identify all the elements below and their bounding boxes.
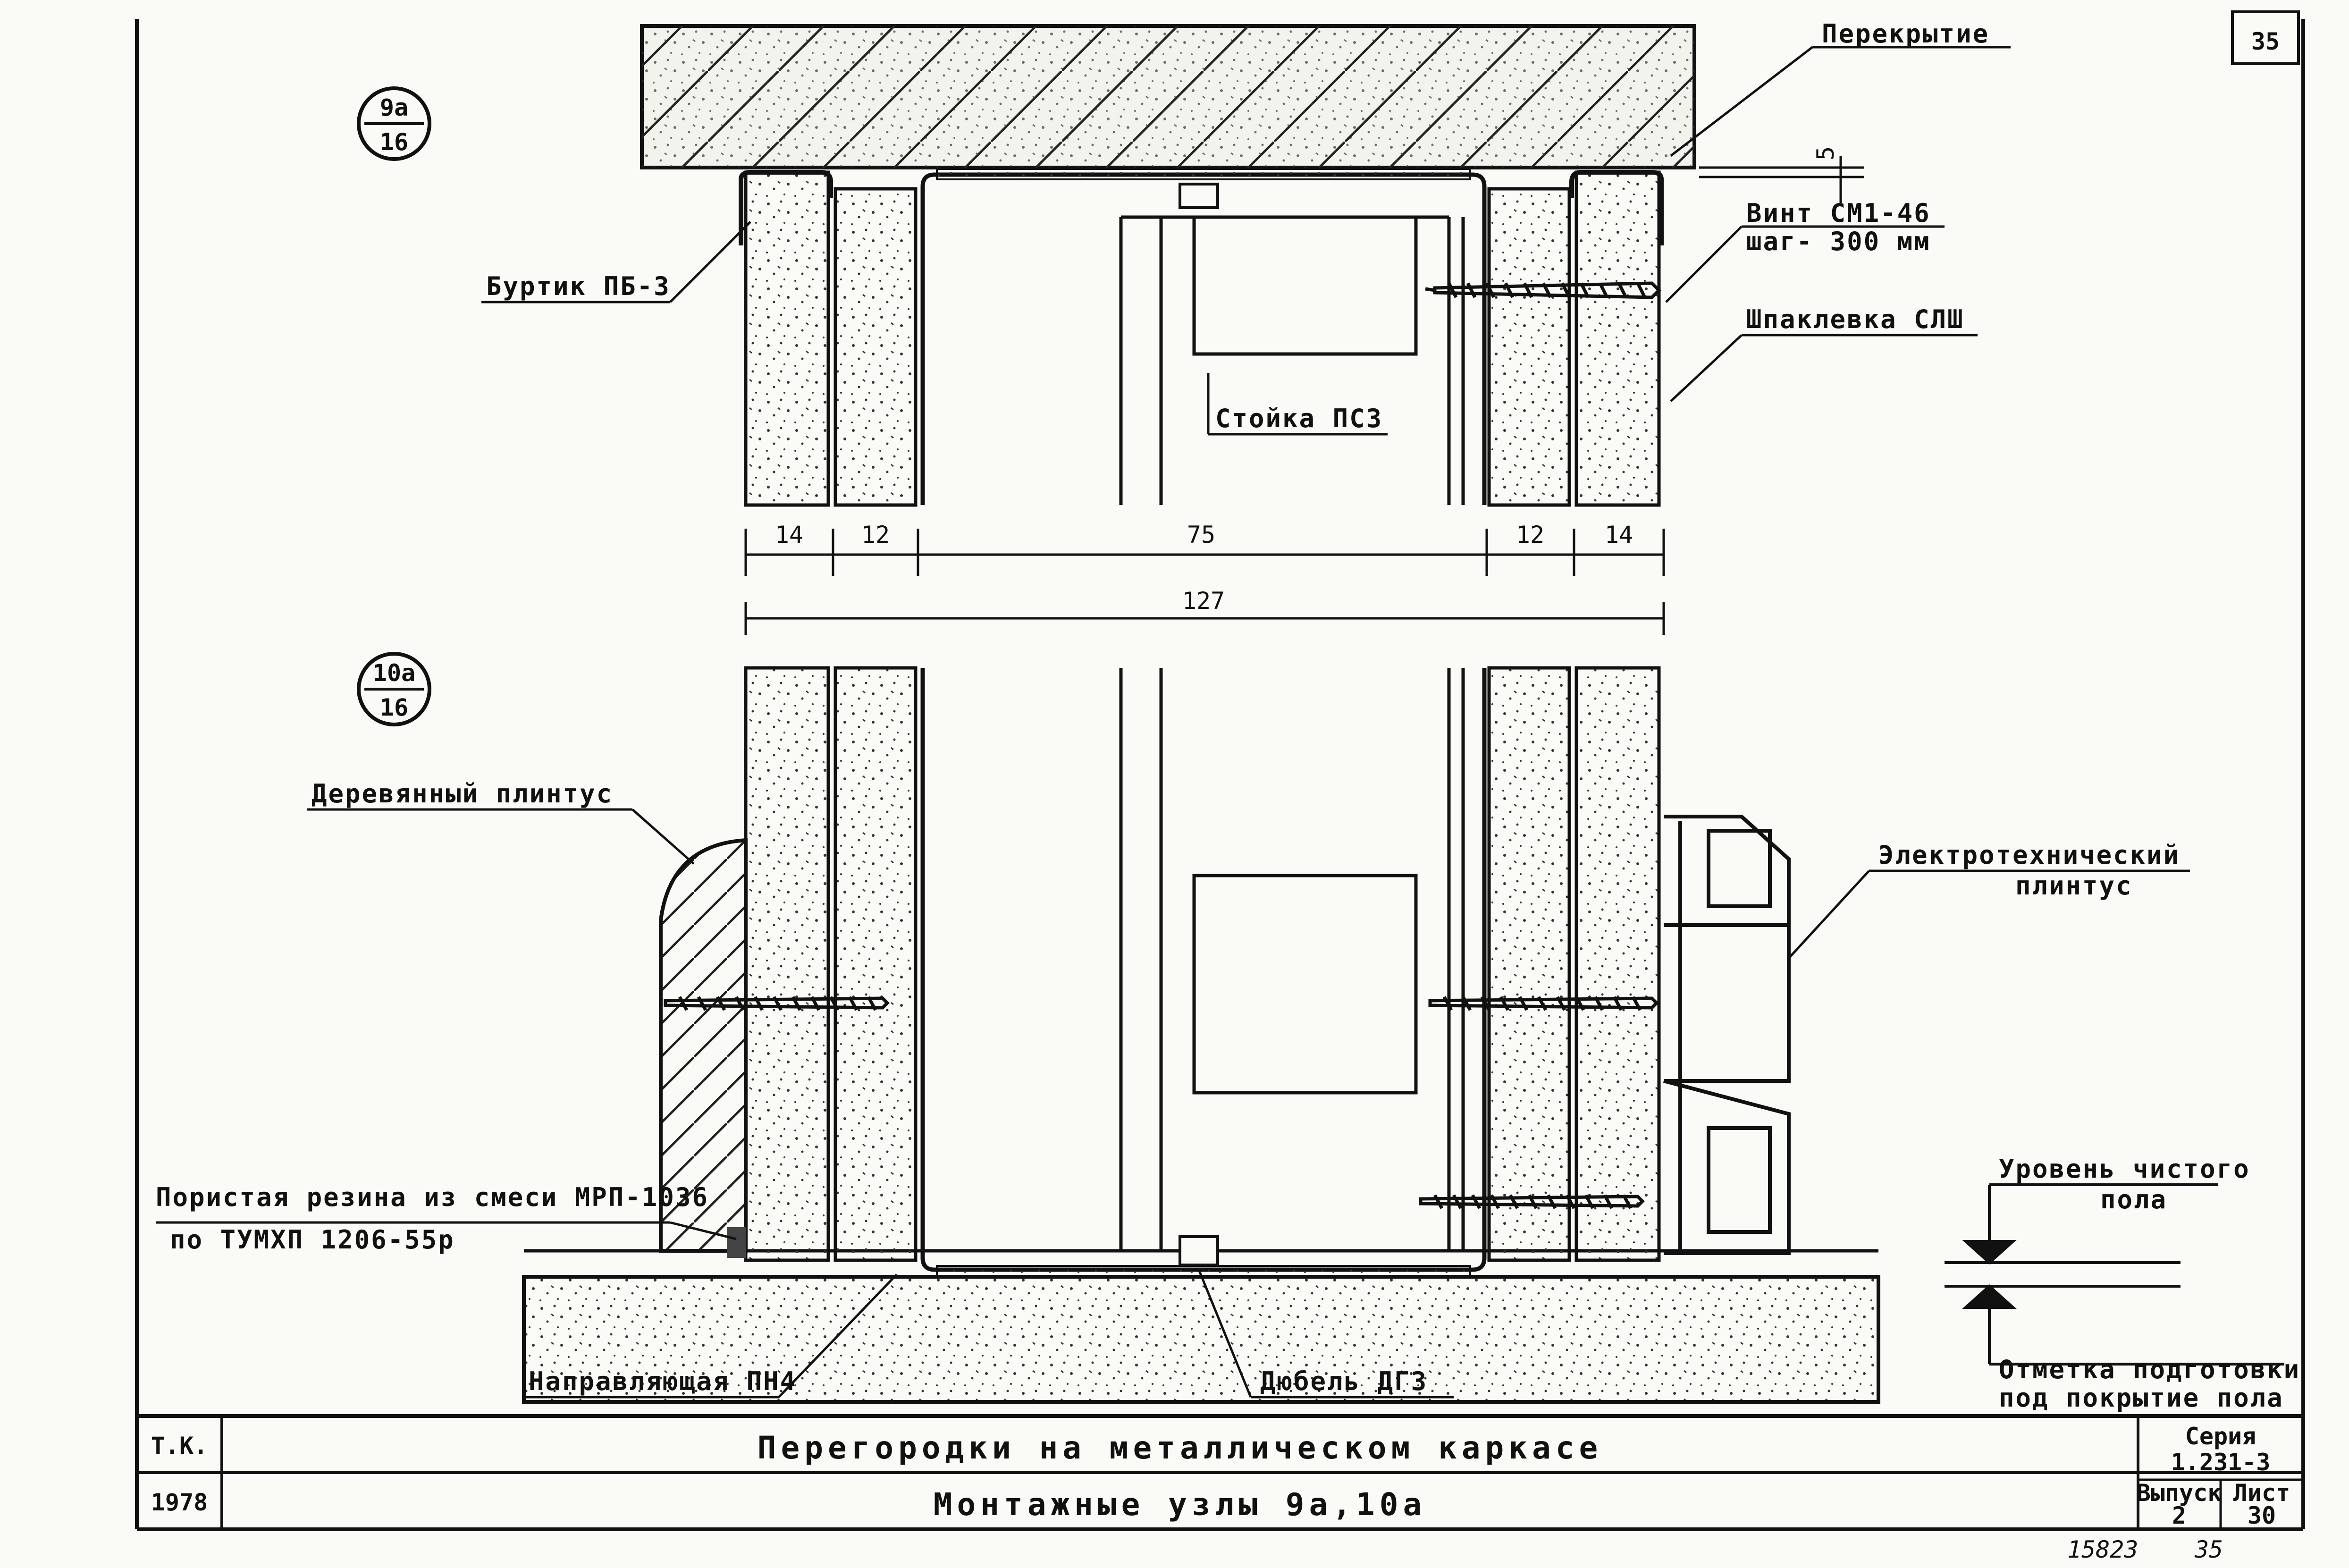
dim-14-left: 14 <box>775 521 803 548</box>
leaders-top <box>481 46 2011 436</box>
guide-channel-top <box>920 172 1487 505</box>
label-derev-plintus: Деревянный плинтус <box>312 779 613 809</box>
tb-title: Перегородки на металлическом каркасе <box>758 1430 1602 1466</box>
wooden-skirting <box>659 838 748 1253</box>
label-dubel: Дюбель ДГ3 <box>1260 1366 1428 1396</box>
tb-org: Т.К. <box>151 1432 208 1459</box>
label-vint-2: шаг- 300 мм <box>1746 227 1931 256</box>
label-uroven-1: Уровень чистого <box>1999 1154 2250 1184</box>
dim-12-right: 12 <box>1516 521 1544 548</box>
floor-slab <box>522 1275 1880 1404</box>
node-marker-9a: 9а 16 <box>357 86 431 161</box>
label-vint-1: Винт СМ1-46 <box>1746 198 1931 228</box>
label-otmetka-2: под покрытие пола <box>1999 1383 2284 1413</box>
svg-text:16: 16 <box>380 128 408 156</box>
footer-page: 35 <box>2194 1536 2223 1563</box>
sheet-number: 35 <box>2251 28 2280 55</box>
dim-75: 75 <box>1187 521 1215 548</box>
screw-sm1-46-top <box>1425 281 1661 299</box>
electro-skirting <box>1663 815 1791 1255</box>
tb-series-label: Серия <box>2185 1423 2256 1450</box>
label-perekrytie: Перекрытие <box>1822 19 1989 49</box>
screw-electro-1 <box>1428 996 1659 1011</box>
tb-subtitle: Монтажные узлы 9а,10а <box>934 1486 1426 1523</box>
tb-sheet-value: 30 <box>2248 1502 2276 1529</box>
label-electro-1: Электротехнический <box>1878 840 2180 870</box>
tb-series-value: 1.231-3 <box>2171 1449 2271 1476</box>
stud-bottom <box>1119 668 1465 1251</box>
label-stoika: Стойка ПС3 <box>1215 404 1383 433</box>
burtik-clip-right <box>1569 170 1664 245</box>
node-marker-10a: 10а 16 <box>357 652 431 726</box>
label-otmetka-1: Отметка подготовки <box>1999 1355 2300 1384</box>
dim-gap-5: 5 <box>1812 146 1839 160</box>
label-rezina-2: по ТУМХП 1206-55р <box>170 1225 455 1255</box>
tb-issue-value: 2 <box>2172 1502 2186 1529</box>
label-rezina-1: Пористая резина из смеси МРП-1036 <box>156 1182 709 1212</box>
label-uroven-2: пола <box>2100 1185 2167 1214</box>
screw-electro-2 <box>1419 1194 1645 1209</box>
svg-text:9а: 9а <box>380 94 408 121</box>
floor-level-marks <box>1945 1183 2284 1366</box>
tb-issue-label: Выпуск <box>2137 1479 2222 1507</box>
label-burtik: Буртик ПБ-3 <box>486 271 671 301</box>
label-electro-2: плинтус <box>2015 871 2133 901</box>
dim-14-right: 14 <box>1605 521 1633 548</box>
porous-rubber <box>727 1227 746 1258</box>
sheet-frame <box>135 10 2305 1531</box>
dim-12-left: 12 <box>861 521 890 548</box>
tb-sheet-label: Лист <box>2233 1479 2290 1507</box>
leaders-bottom <box>156 808 2190 1399</box>
label-napravl: Направляющая ПН4 <box>529 1366 797 1396</box>
gypsum-panels-bottom <box>744 666 1661 1262</box>
node-10a: 10а 16 Деревянный плинтус Электротехниче… <box>156 652 2300 1413</box>
node-9a: 9а 16 Перекрытие Буртик ПБ-3 Винт СМ1-46… <box>357 19 2011 507</box>
svg-text:10а: 10а <box>373 659 415 687</box>
burtik-clip-left <box>739 170 833 245</box>
dimension-lines <box>744 529 1665 635</box>
footer-inv: 15823 <box>2067 1536 2139 1563</box>
gypsum-panels-top <box>744 170 1661 507</box>
svg-text:16: 16 <box>380 694 408 721</box>
screw-skirting <box>664 996 890 1011</box>
label-shpaklevka: Шпаклевка СЛШ <box>1746 304 1964 334</box>
stud-ps3 <box>1119 215 1465 505</box>
dim-127: 127 <box>1182 587 1225 615</box>
tb-year: 1978 <box>151 1489 208 1516</box>
guide-channel-bottom <box>920 668 1487 1272</box>
